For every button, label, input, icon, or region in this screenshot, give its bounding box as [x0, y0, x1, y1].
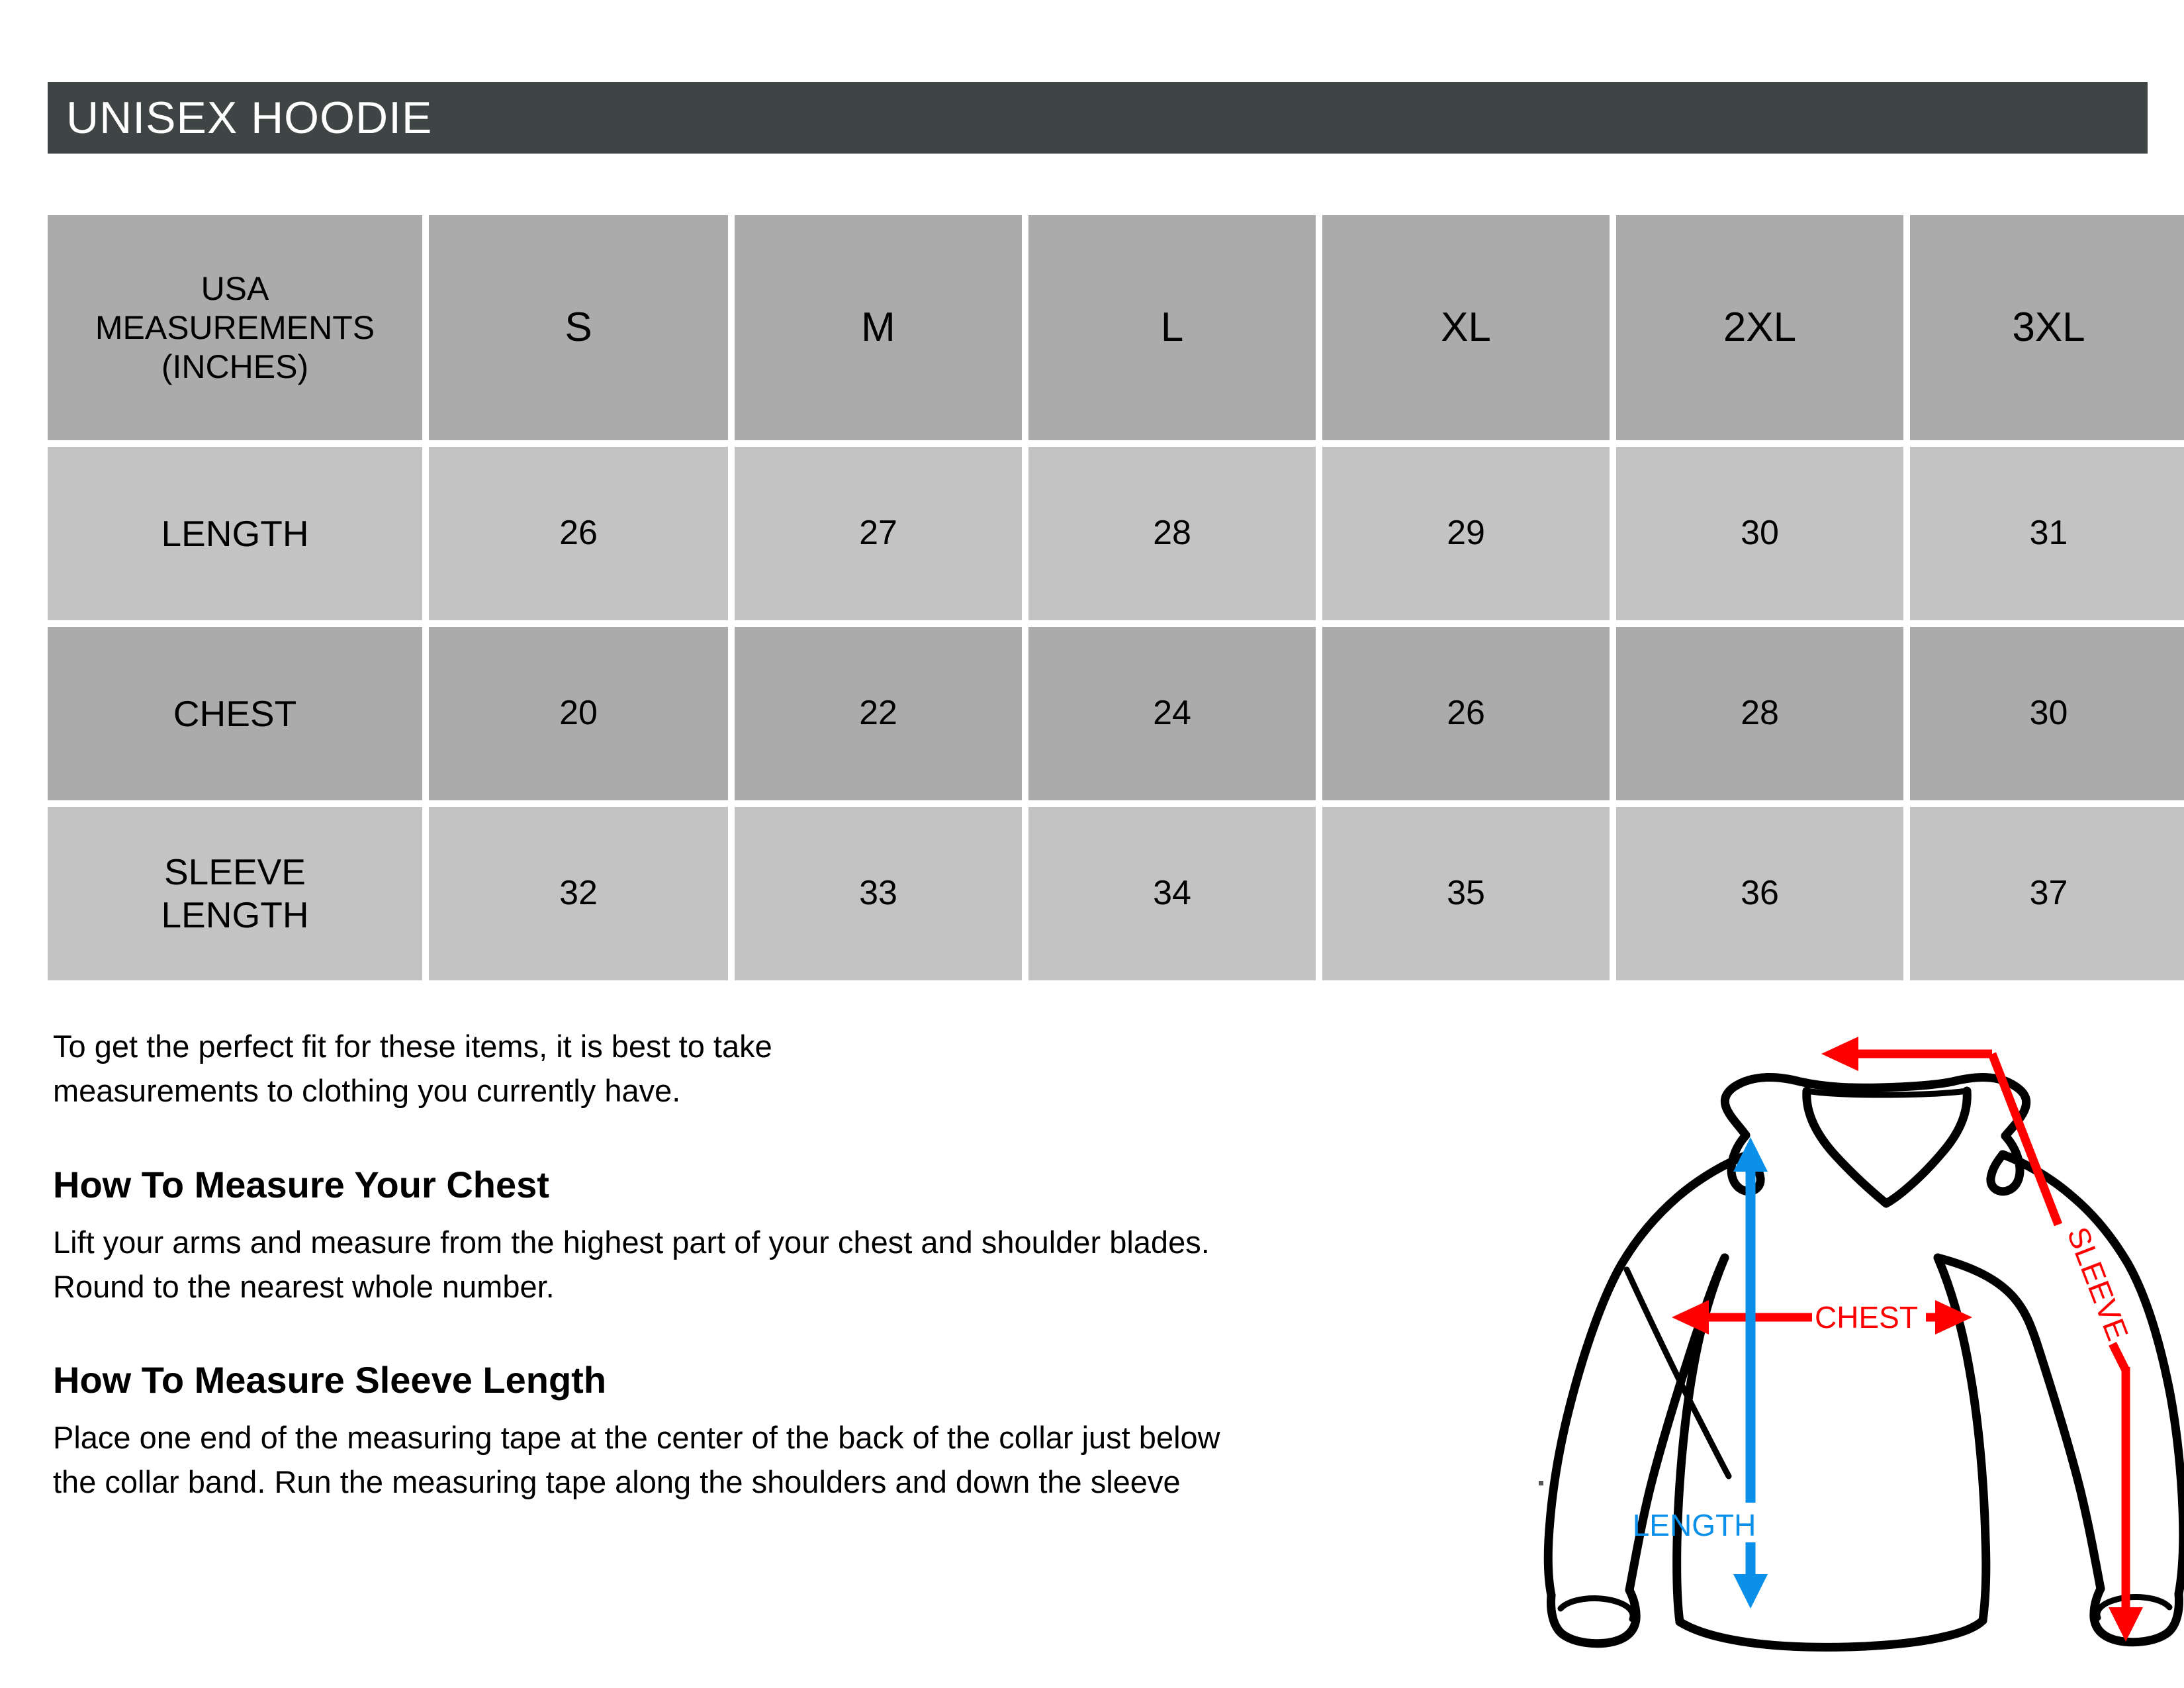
- spacer: [53, 1113, 1529, 1163]
- measuring-instructions: To get the perfect fit for these items, …: [53, 1025, 1529, 1504]
- table-cell-length-2xl: 30: [1616, 447, 1903, 620]
- chest-measure-arrow: CHEST: [1672, 1300, 1972, 1335]
- page-title: UNISEX HOODIE: [66, 93, 433, 143]
- column-header-s: S: [429, 215, 728, 440]
- table-cell-length-s: 26: [429, 447, 728, 620]
- spacer: [53, 1401, 1529, 1416]
- sleeve-arrow-label: SLEEVE: [2061, 1222, 2136, 1345]
- table-cell-chest-2xl: 28: [1616, 627, 1903, 800]
- hoodie-outline-icon: [1543, 1072, 2184, 1652]
- table-cell-sleeve-m: 33: [735, 807, 1022, 980]
- table-cell-chest-s: 20: [429, 627, 728, 800]
- length-arrow-label: LENGTH: [1633, 1508, 1756, 1542]
- table-cell-chest-l: 24: [1028, 627, 1316, 800]
- table-cell-chest-3xl: 30: [1910, 627, 2184, 800]
- chest-arrow-label: CHEST: [1815, 1300, 1918, 1335]
- row-label-chest: CHEST: [48, 627, 422, 800]
- size-chart-table: USA MEASUREMENTS (INCHES) S M L XL 2XL 3…: [48, 215, 2184, 980]
- column-header-m: M: [735, 215, 1022, 440]
- intro-paragraph: To get the perfect fit for these items, …: [53, 1029, 772, 1108]
- title-bar: UNISEX HOODIE: [48, 82, 2148, 154]
- column-header-l: L: [1028, 215, 1316, 440]
- sleeve-instructions: Place one end of the measuring tape at t…: [53, 1419, 1220, 1499]
- table-corner-label: USA MEASUREMENTS (INCHES): [48, 215, 422, 440]
- table-cell-sleeve-s: 32: [429, 807, 728, 980]
- table-cell-length-l: 28: [1028, 447, 1316, 620]
- table-cell-length-3xl: 31: [1910, 447, 2184, 620]
- table-cell-length-m: 27: [735, 447, 1022, 620]
- table-cell-sleeve-2xl: 36: [1616, 807, 1903, 980]
- table-cell-chest-xl: 26: [1322, 627, 1610, 800]
- sleeve-section-heading: How To Measure Sleeve Length: [53, 1358, 607, 1401]
- length-measure-arrow: LENGTH: [1633, 1137, 1768, 1609]
- column-header-xl: XL: [1322, 215, 1610, 440]
- table-cell-sleeve-l: 34: [1028, 807, 1316, 980]
- table-cell-length-xl: 29: [1322, 447, 1610, 620]
- spacer: [53, 1309, 1529, 1358]
- spacer: [53, 1206, 1529, 1221]
- hoodie-measurement-diagram: CHEST LENGTH SLE: [1535, 1013, 2184, 1688]
- table-cell-sleeve-xl: 35: [1322, 807, 1610, 980]
- chest-instructions: Lift your arms and measure from the high…: [53, 1225, 1210, 1305]
- column-header-3xl: 3XL: [1910, 215, 2184, 440]
- row-label-sleeve-length: SLEEVE LENGTH: [48, 807, 422, 980]
- table-cell-sleeve-3xl: 37: [1910, 807, 2184, 980]
- stray-dot-artifact: [1539, 1481, 1543, 1485]
- row-label-length: LENGTH: [48, 447, 422, 620]
- table-cell-chest-m: 22: [735, 627, 1022, 800]
- chest-section-heading: How To Measure Your Chest: [53, 1164, 549, 1206]
- column-header-2xl: 2XL: [1616, 215, 1903, 440]
